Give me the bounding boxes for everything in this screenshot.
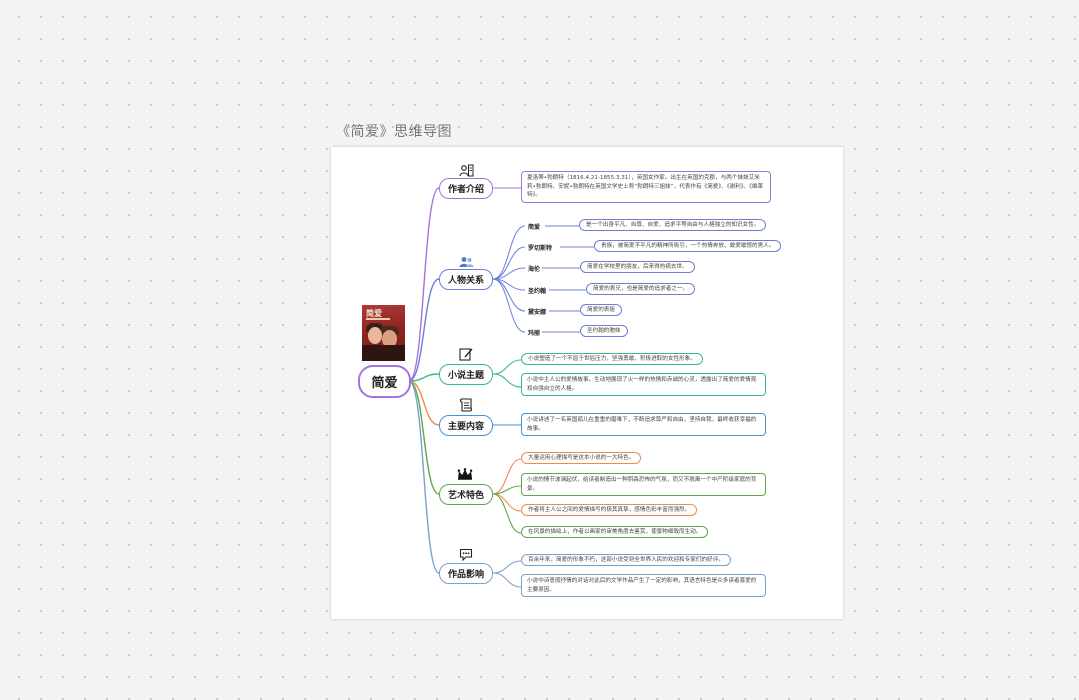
character-description[interactable]: 简爱的表兄，也是简爱的追求者之一。 [586,283,696,295]
scroll-icon [458,398,474,412]
branch-content[interactable]: 主要内容 [439,415,493,436]
page-title: 《简爱》思维导图 [336,124,452,140]
influence-item[interactable]: 小说中诗意般抒情的对话对此后的文学作品产生了一定的影响，其语言特色是众多读者喜爱… [521,574,766,597]
person-card-icon [458,163,474,177]
theme-item[interactable]: 小说中主人公的爱情故事，生动地展现了火一样的热情和赤诚的心灵，透露出了简爱的爱情… [521,373,766,396]
character-name: 简爱 [528,224,541,231]
character-description[interactable]: 圣约翰的胞妹 [580,325,628,337]
author-description[interactable]: 夏洛蒂•勃朗特（1816.4.21-1855.3.31），英国女作家。出生在英国… [521,171,771,203]
character-name: 黛安娜 [528,309,547,316]
branch-influence[interactable]: 作品影响 [439,563,493,584]
art-item[interactable]: 大量运用心理描写是这本小说的一大特色。 [521,452,642,464]
character-name: 玛丽 [528,330,541,337]
branch-characters[interactable]: 人物关系 [439,269,493,290]
mindmap-canvas[interactable]: 简爱 简爱 作者介绍 夏洛蒂•勃朗特（1816.4.21-1855.3.31），… [331,147,843,619]
character-description[interactable]: 简爱的表姐 [580,304,622,316]
book-cover-image: 简爱 [362,305,405,361]
character-name: 罗切斯特 [528,245,553,252]
comment-icon [458,547,474,561]
crown-icon [457,468,473,482]
art-item[interactable]: 在风景的描绘上，作者以画家的审美角度去鉴赏，使景物细致而生动。 [521,526,709,538]
character-name: 海伦 [528,266,541,273]
character-description[interactable]: 简爱在学校里的朋友，后来得热病去世。 [580,261,695,273]
branch-author[interactable]: 作者介绍 [439,178,493,199]
character-description[interactable]: 是一个出身平凡、自尊、自爱、追求平等自由与人格独立的知识女性。 [579,219,767,231]
character-description[interactable]: 贵族，被简爱不平凡的精神所吸引，一个热情奔放、敢爱敢恨的男人。 [594,240,782,252]
branch-theme[interactable]: 小说主题 [439,364,493,385]
influence-item[interactable]: 百余年来，简爱的形象不朽，这部小说受到全世界人民的欢迎和专家们的好评。 [521,554,731,566]
theme-item[interactable]: 小说塑造了一个不屈于世俗压力，坚强勇敢，积极进取的女性形象。 [521,353,703,365]
art-item[interactable]: 作者将主人公之间的爱情描写的极其真挚，感情色彩丰富而强烈。 [521,504,698,516]
branch-art[interactable]: 艺术特色 [439,484,493,505]
connector-lines [408,187,594,588]
content-item[interactable]: 小说讲述了一名英国孤儿在重重的磨难下，不断追求尊严和自由，坚持自我，最终收获幸福… [521,413,766,436]
character-name: 圣约翰 [528,288,547,295]
root-node[interactable]: 简爱 [358,365,411,398]
art-item[interactable]: 小说的情节波澜起伏，给读者制造出一种阴森恐怖的气氛，而又不脱离一个中产阶级家庭的… [521,473,766,496]
people-icon [458,255,474,269]
edit-icon [458,347,474,361]
